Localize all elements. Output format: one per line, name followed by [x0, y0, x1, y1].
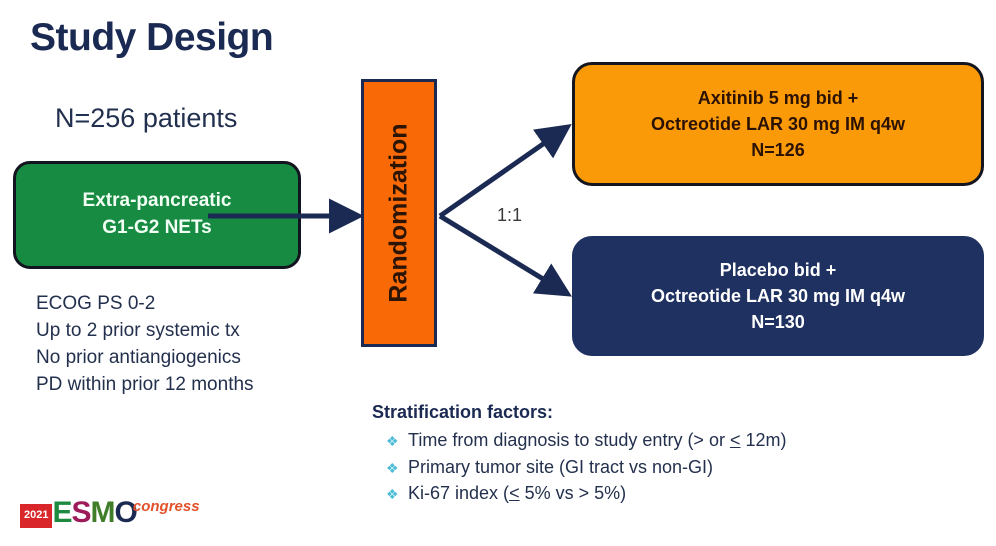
- esmo-congress-logo: 2021 E S M O congress: [20, 492, 200, 528]
- arm-control-line-1: Placebo bid +: [719, 259, 837, 280]
- page-title: Study Design: [30, 16, 274, 59]
- diamond-bullet-icon: ❖: [386, 433, 399, 449]
- randomization-box: Randomization: [361, 79, 437, 347]
- stratification-factor-text: Ki-67 index (< 5% vs > 5%): [408, 483, 627, 504]
- population-box: Extra-pancreatic G1-G2 NETs: [13, 161, 301, 269]
- sample-size-label: N=256 patients: [55, 103, 238, 133]
- arm-control-line-3: N=130: [751, 312, 805, 333]
- criteria-item: No prior antiangiogenics: [36, 346, 241, 368]
- arm-experimental-line-3: N=126: [751, 140, 805, 161]
- randomization-ratio-label: 1:1: [497, 205, 523, 225]
- criteria-item: Up to 2 prior systemic tx: [36, 319, 240, 341]
- arm-experimental-line-1: Axitinib 5 mg bid +: [697, 87, 859, 108]
- diamond-bullet-icon: ❖: [386, 459, 399, 476]
- logo-letter-m: M: [90, 496, 116, 530]
- logo-letter-o: O: [114, 496, 138, 530]
- logo-letter-e: E: [52, 496, 72, 530]
- criteria-item: ECOG PS 0-2: [36, 293, 156, 314]
- eligibility-criteria-list: ECOG PS 0-2 Up to 2 prior systemic tx No…: [36, 291, 254, 399]
- logo-congress-text: congress: [132, 498, 200, 515]
- arrow-randomization-to-control: [438, 213, 572, 297]
- stratification-factor-item: ❖ Primary tumor site (GI tract vs non-GI…: [386, 454, 786, 481]
- diamond-bullet-icon: ❖: [386, 486, 399, 503]
- criteria-item: PD within prior 12 months: [36, 373, 254, 395]
- randomization-label: Randomization: [384, 123, 413, 303]
- logo-letter-s: S: [71, 496, 92, 530]
- population-line-1: Extra-pancreatic: [82, 190, 232, 212]
- stratification-factor-text: Time from diagnosis to study entry (> or…: [408, 430, 787, 450]
- treatment-arm-control: Placebo bid + Octreotide LAR 30 mg IM q4…: [572, 236, 984, 356]
- stratification-factors-list: ❖ Time from diagnosis to study entry (> …: [386, 427, 786, 507]
- arm-experimental-line-2: Octreotide LAR 30 mg IM q4w: [650, 113, 906, 134]
- population-line-2: G1-G2 NETs: [102, 217, 212, 238]
- stratification-factor-item: ❖ Time from diagnosis to study entry (> …: [386, 427, 786, 454]
- stratification-factor-item: ❖ Ki-67 index (< 5% vs > 5%): [386, 480, 786, 507]
- stratification-factor-text: Primary tumor site (GI tract vs non-GI): [408, 456, 714, 477]
- arrow-randomization-to-experimental: [438, 123, 572, 219]
- logo-year: 2021: [20, 504, 53, 528]
- stratification-heading: Stratification factors:: [372, 402, 554, 422]
- treatment-arm-experimental: Axitinib 5 mg bid + Octreotide LAR 30 mg…: [572, 62, 984, 186]
- arm-control-line-2: Octreotide LAR 30 mg IM q4w: [650, 285, 906, 306]
